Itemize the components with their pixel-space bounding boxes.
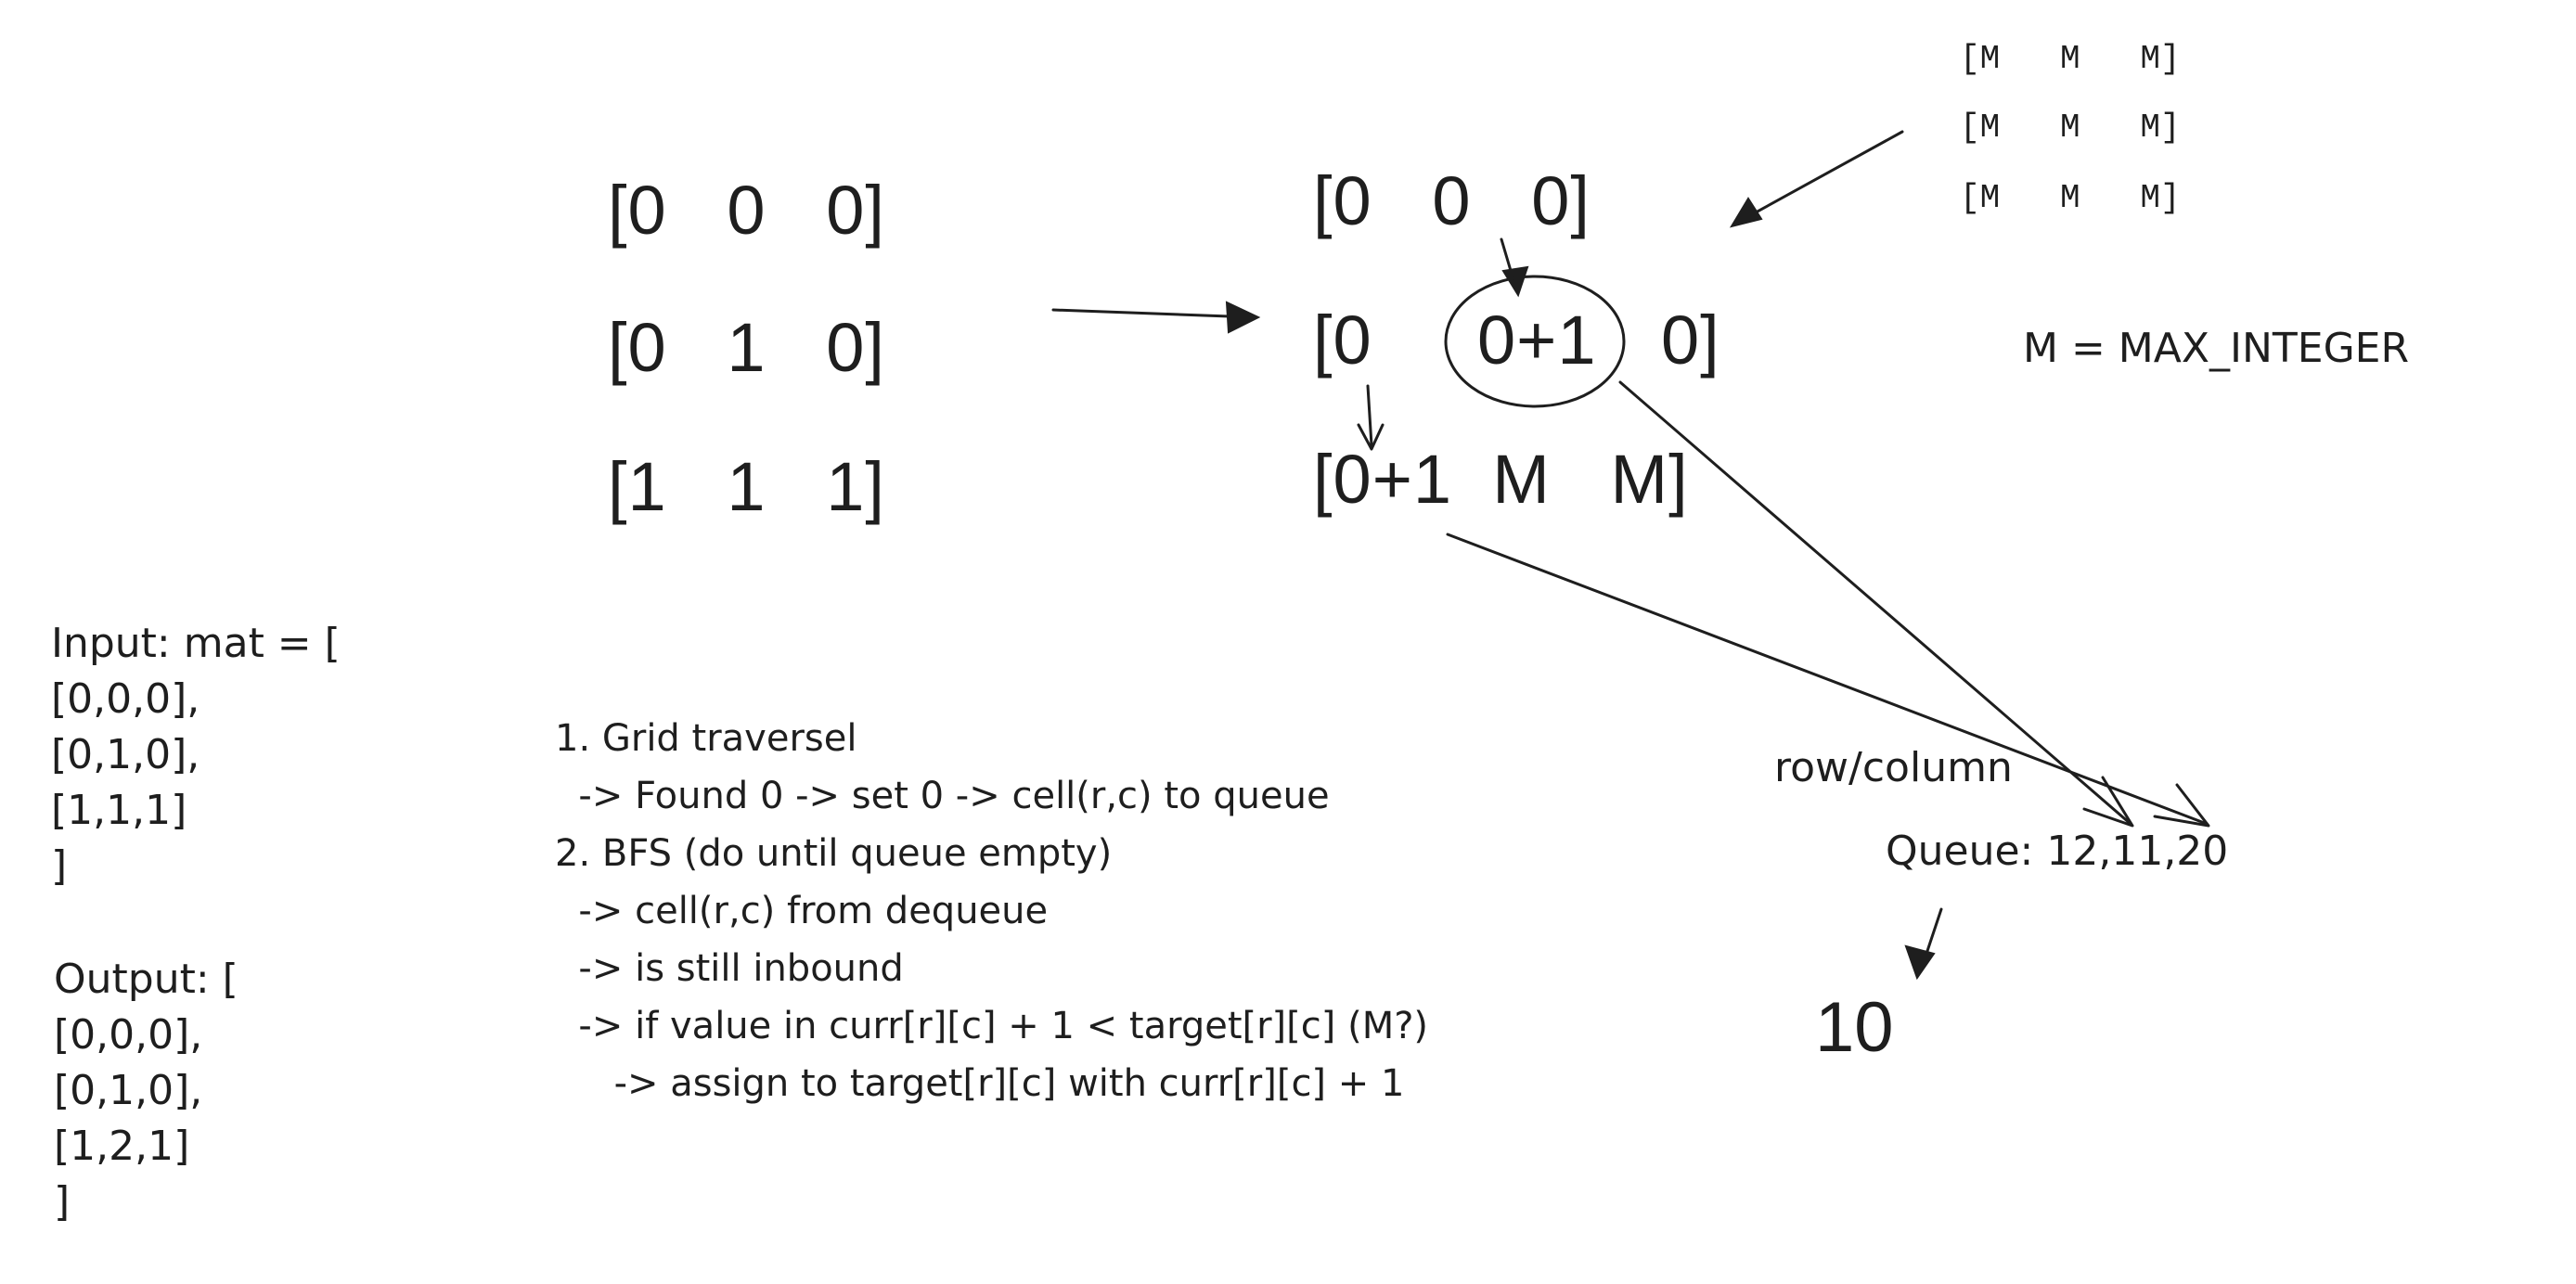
output-line-2: [0,0,0], — [54, 1011, 203, 1059]
input-matrix-row-3: [1 1 1] — [608, 448, 885, 525]
work-matrix-row-1: [0 0 0] — [1313, 162, 1591, 239]
output-line-3: [0,1,0], — [54, 1067, 203, 1114]
input-line-4: [1,1,1] — [51, 787, 187, 834]
input-line-5: ] — [51, 842, 68, 890]
algo-line-3: 2. BFS (do until queue empty) — [555, 832, 1113, 875]
input-matrix-row-2: [0 1 0] — [608, 309, 885, 386]
init-matrix-row-2: [M M M] — [1960, 109, 2181, 147]
work-matrix-row-2-right: 0] — [1661, 302, 1720, 379]
algo-line-2: -> Found 0 -> set 0 -> cell(r,c) to queu… — [555, 775, 1330, 817]
init-matrix-arrow — [1729, 130, 1904, 228]
enqueue-arrow-1 — [1618, 380, 2134, 828]
queue-contents: Queue: 12,11,20 — [1886, 828, 2229, 875]
neighbor-down-arrow — [1500, 238, 1529, 298]
input-line-3: [0,1,0], — [51, 731, 200, 778]
dequeued-value: 10 — [1815, 988, 1894, 1067]
m-definition: M = MAX_INTEGER — [2023, 325, 2410, 372]
algo-line-1: 1. Grid traversel — [555, 717, 857, 760]
input-matrix-row-1: [0 0 0] — [608, 172, 885, 249]
work-matrix-row-3: [0+1 M M] — [1313, 441, 1689, 518]
init-matrix-row-1: [M M M] — [1960, 40, 2181, 78]
algo-line-5: -> is still inbound — [555, 947, 904, 990]
queue-header: row/column — [1774, 744, 2013, 791]
enqueue-arrow-2 — [1446, 533, 2210, 828]
algo-line-4: -> cell(r,c) from dequeue — [555, 890, 1049, 932]
output-line-1: Output: [ — [54, 956, 238, 1003]
init-matrix-row-3: [M M M] — [1960, 179, 2181, 217]
neighbor-left-arrow — [1357, 384, 1385, 451]
transform-arrow — [1051, 301, 1261, 334]
input-line-1: Input: mat = [ — [51, 620, 341, 667]
algo-line-7: -> assign to target[r][c] with curr[r][c… — [555, 1062, 1405, 1105]
work-matrix-row-2-left: [0 — [1313, 302, 1372, 379]
algo-line-6: -> if value in curr[r][c] + 1 < target[r… — [555, 1005, 1429, 1047]
highlight-circle — [1444, 275, 1626, 408]
input-line-2: [0,0,0], — [51, 675, 200, 723]
dequeue-arrow — [1904, 907, 1943, 981]
work-matrix-row-2-center: 0+1 — [1477, 302, 1597, 379]
output-line-4: [1,2,1] — [54, 1123, 190, 1170]
output-line-5: ] — [54, 1178, 71, 1226]
